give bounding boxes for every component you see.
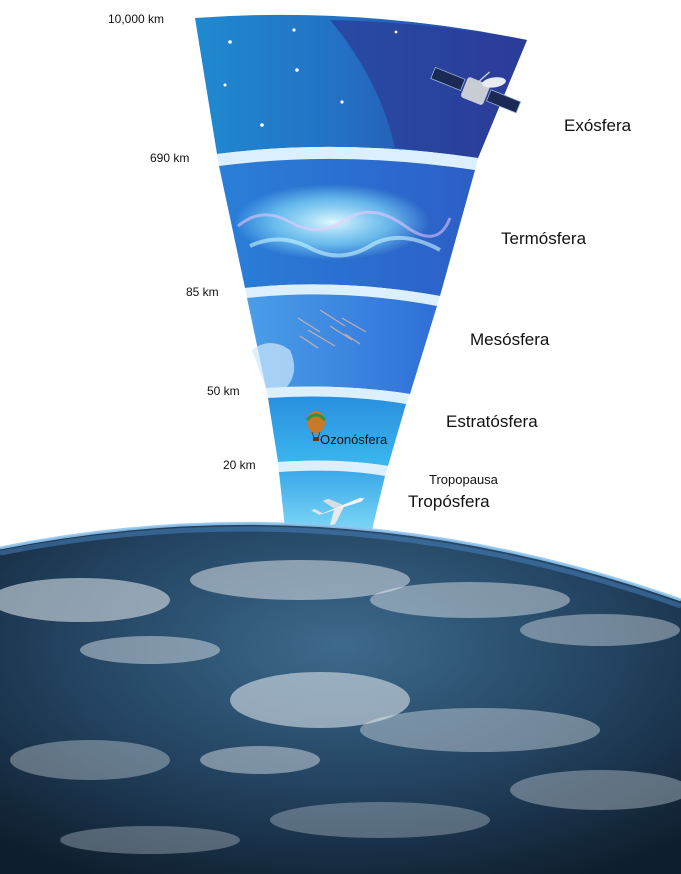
altitude-label-50: 50 km [207,384,240,398]
layer-label-tropopausa: Tropopausa [429,472,498,487]
mesosphere-cloud [252,343,295,388]
airplane-icon [311,497,365,526]
separator [217,146,478,170]
balloon-icon [305,411,327,441]
separator [266,386,410,404]
aurora-curtain [249,235,441,258]
layer-label-termosfera: Termósfera [501,229,587,248]
separator [278,460,388,476]
mesosphere-band [247,294,437,394]
altitude-label-20: 20 km [223,458,256,472]
stars [223,28,398,127]
altitude-label-top: 10,000 km [108,12,165,26]
aurora-curtain [237,210,452,238]
space-shadow [330,20,527,158]
layer-label-mesosfera: Mesósfera [470,330,550,349]
satellite-icon [430,66,522,114]
layer-label-ozonosfera: Ozonósfera [320,432,388,447]
altitude-label-690: 690 km [150,151,190,165]
layer-label-estratosfera: Estratósfera [446,412,538,431]
earth [0,521,681,874]
layer-label-troposfera: Tropósfera [408,492,490,511]
meteors [297,309,367,349]
layer-label-exosfera: Exósfera [564,116,632,135]
separator [245,284,440,306]
altitude-label-85: 85 km [186,285,219,299]
stratosphere-band [268,396,406,466]
earth-clouds [0,560,681,854]
